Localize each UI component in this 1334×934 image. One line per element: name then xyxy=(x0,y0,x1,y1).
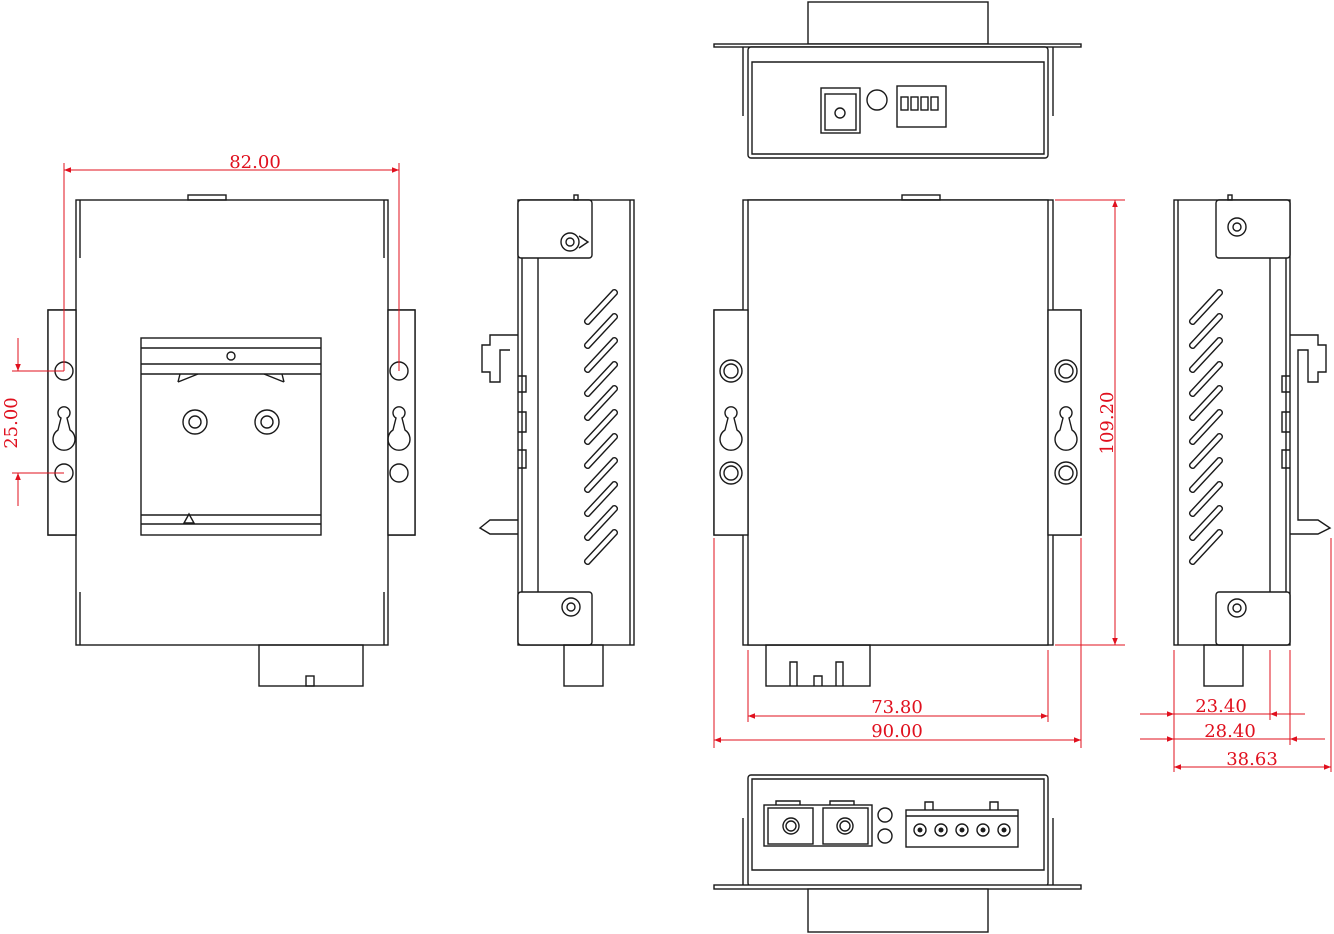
dim-73-90: 73.80 90.00 xyxy=(713,538,1082,748)
front-view: 109.20 73.80 90.00 xyxy=(713,194,1125,748)
dim-label-90-00: 90.00 xyxy=(871,721,923,742)
vent-slot xyxy=(1189,361,1223,397)
terminal-screw-center xyxy=(938,827,944,833)
dim-label-28-40: 28.40 xyxy=(1204,721,1256,742)
dim-109: 109.20 xyxy=(1055,199,1125,646)
vent-slot xyxy=(584,529,618,565)
vent-slot xyxy=(584,361,618,397)
terminal-screw xyxy=(955,823,969,837)
terminal-block xyxy=(905,801,1019,848)
front-holes xyxy=(719,359,1078,485)
terminal-screw xyxy=(997,823,1011,837)
vent-slot xyxy=(584,409,618,445)
dip-switch xyxy=(896,85,947,128)
vent-slot xyxy=(1189,481,1223,517)
top-view xyxy=(713,1,1082,159)
terminal-screw-center xyxy=(980,827,986,833)
dim-label-23-40: 23.40 xyxy=(1195,696,1247,717)
terminal-screw xyxy=(913,823,927,837)
status-led-1 xyxy=(877,807,893,823)
vent-slot xyxy=(584,289,618,325)
terminal-screw-center xyxy=(917,827,923,833)
vent-slot xyxy=(1189,313,1223,349)
dim-depth: 23.40 28.40 38.63 xyxy=(1140,538,1332,772)
bottom-view xyxy=(713,774,1082,933)
vent-slots-left xyxy=(584,289,618,565)
vent-slot xyxy=(1189,457,1223,493)
dim-label-82: 82.00 xyxy=(229,152,281,173)
vent-slot xyxy=(1189,529,1223,565)
vent-slot xyxy=(584,481,618,517)
dim-label-38-63: 38.63 xyxy=(1226,749,1278,770)
vent-slot xyxy=(1189,433,1223,469)
dim-label-109-20: 109.20 xyxy=(1097,392,1118,455)
din-rail-clip xyxy=(140,337,322,536)
terminal-screw xyxy=(976,823,990,837)
back-dip-marks xyxy=(187,194,227,201)
vent-slot xyxy=(584,385,618,421)
terminal-screw-center xyxy=(959,827,965,833)
power-led xyxy=(866,89,888,111)
vent-slots-right xyxy=(1189,289,1223,565)
vent-slot xyxy=(1189,409,1223,445)
vent-slot xyxy=(1189,337,1223,373)
dim-label-73-80: 73.80 xyxy=(871,697,923,718)
vent-slot xyxy=(584,433,618,469)
connector-outline xyxy=(258,644,364,687)
vent-slot xyxy=(584,505,618,541)
vent-slot xyxy=(1189,505,1223,541)
dim-label-25: 25.00 xyxy=(1,397,22,449)
back-view: 82.00 25.00 xyxy=(1,152,416,687)
terminal-screw-center xyxy=(1001,827,1007,833)
dc-power-jack xyxy=(820,87,861,134)
terminal-screw xyxy=(934,823,948,837)
vent-slot xyxy=(584,313,618,349)
vent-slot xyxy=(584,337,618,373)
status-led-2 xyxy=(877,828,893,844)
vent-slot xyxy=(584,457,618,493)
dim-82: 82.00 xyxy=(63,152,400,371)
vent-slot xyxy=(1189,289,1223,325)
sc-fiber-ports xyxy=(763,800,873,847)
vent-slot xyxy=(1189,385,1223,421)
right-side-view: 23.40 28.40 38.63 xyxy=(1140,194,1332,772)
left-side-view xyxy=(478,194,635,687)
dim-25: 25.00 xyxy=(1,338,64,506)
